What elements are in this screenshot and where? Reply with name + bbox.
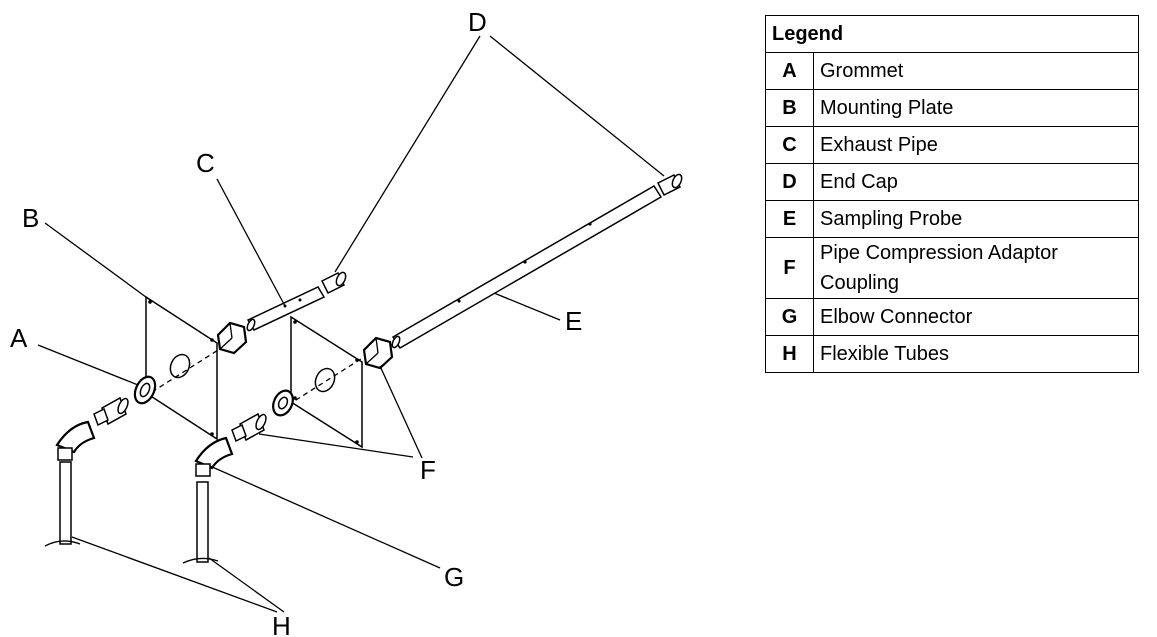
legend-row: H Flexible Tubes	[765, 335, 1139, 373]
legend-value: Exhaust Pipe	[813, 126, 1139, 164]
compression-nut-left	[216, 321, 248, 355]
elbow-connector-right	[194, 436, 234, 477]
legend-key: G	[765, 298, 814, 336]
sampling-probe	[391, 184, 663, 350]
callout-A: A	[10, 323, 28, 353]
legend-header-row: Legend	[765, 15, 1139, 53]
mounting-plate-right	[290, 315, 363, 449]
exhaust-pipe	[246, 286, 326, 332]
flexible-tube-left	[44, 461, 81, 547]
legend-value: Grommet	[813, 52, 1139, 90]
adaptor-coupling-left	[93, 396, 129, 427]
legend-row: F Pipe Compression Adaptor Coupling	[765, 237, 1139, 299]
legend-key: F	[765, 237, 814, 299]
legend-row: E Sampling Probe	[765, 200, 1139, 238]
legend-value: Flexible Tubes	[813, 335, 1139, 373]
legend-key: D	[765, 163, 814, 201]
legend-value: End Cap	[813, 163, 1139, 201]
legend-key: H	[765, 335, 814, 373]
legend-value: Mounting Plate	[813, 89, 1139, 127]
callout-B: B	[22, 203, 39, 233]
leader-lines	[37, 35, 665, 613]
legend-row: G Elbow Connector	[765, 298, 1139, 336]
grommet-left	[133, 375, 157, 405]
end-cap-long	[656, 173, 683, 197]
callout-F: F	[420, 455, 436, 485]
exploded-assembly-diagram: A B C D E F G H	[10, 7, 683, 637]
callout-E: E	[565, 306, 582, 336]
end-cap-short	[320, 271, 347, 295]
callout-H: H	[272, 611, 291, 637]
legend-title: Legend	[765, 15, 1139, 53]
legend-row: B Mounting Plate	[765, 89, 1139, 127]
legend-value: Elbow Connector	[813, 298, 1139, 336]
callout-C: C	[196, 148, 215, 178]
callout-G: G	[444, 562, 464, 592]
flexible-tube-right	[182, 481, 219, 564]
legend-row: D End Cap	[765, 163, 1139, 201]
legend-value: Sampling Probe	[813, 200, 1139, 238]
adaptor-coupling-right	[231, 412, 267, 443]
legend-value: Pipe Compression Adaptor Coupling	[813, 237, 1139, 299]
mounting-plate-left	[145, 295, 218, 441]
legend-row: A Grommet	[765, 52, 1139, 90]
elbow-connector-left	[55, 420, 96, 461]
legend-row: C Exhaust Pipe	[765, 126, 1139, 164]
legend-key: C	[765, 126, 814, 164]
legend-table: Legend A Grommet B Mounting Plate C Exha…	[765, 15, 1139, 373]
grommet-right	[272, 389, 294, 417]
legend-key: E	[765, 200, 814, 238]
compression-nut-right	[362, 336, 394, 370]
callout-D: D	[468, 7, 487, 37]
legend-key: A	[765, 52, 814, 90]
legend-key: B	[765, 89, 814, 127]
